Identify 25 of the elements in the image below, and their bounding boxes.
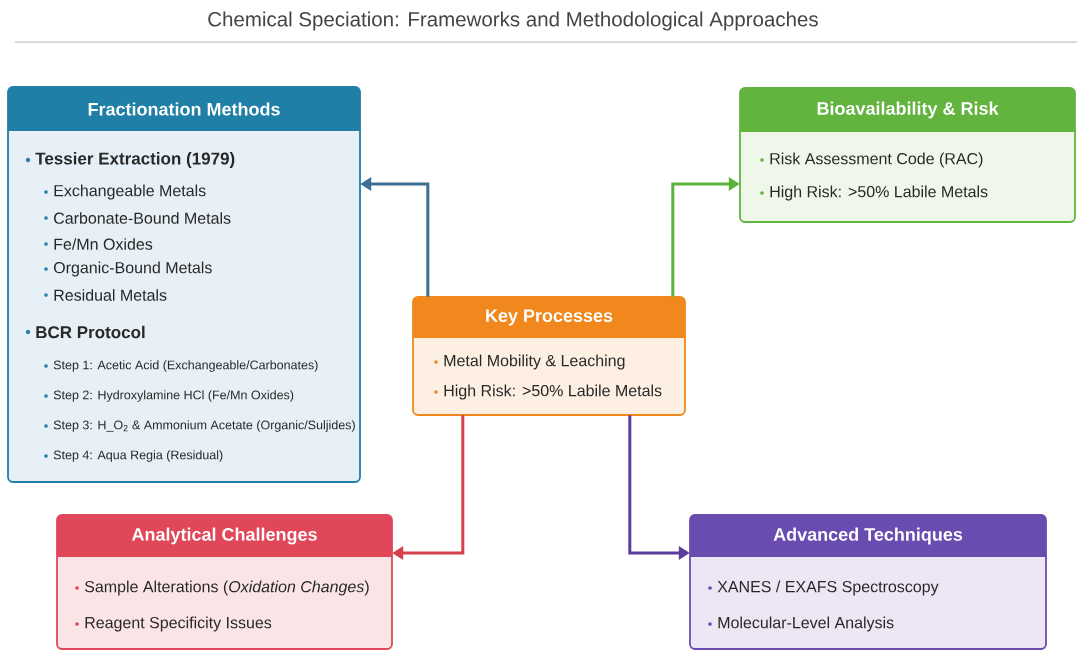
bullet-item: Metal Mobility & Leaching [434, 354, 625, 370]
bullet-item: Carbonate-Bound Metals [44, 212, 231, 224]
bullet-item: Molecular-Level Analysis [708, 616, 894, 632]
bullet-item: Reagent Specificity Issues [75, 616, 272, 632]
bullet-item: High Risk: >50% Labile Metals [434, 384, 662, 400]
box-header: Advanced Techniques [690, 515, 1046, 557]
bullet-item: BCR Protocol [25, 325, 145, 339]
bullet-item: Step 4: Aqua Regia (Residual) [44, 450, 223, 462]
bullet-item: Tessier Extraction (1979) [25, 152, 235, 168]
box-header: Bioavailability & Risk [740, 88, 1075, 132]
bullet-item: Step 2: Hydroxylamine HCl (Fe/Mn Oxides) [44, 390, 294, 402]
bullet-item: Exchangeable Metals [44, 184, 206, 200]
bullet-item: High Risk: >50% Labile Metals [760, 185, 988, 201]
bullet-item: Risk Assessment Code (RAC) [760, 152, 983, 168]
bullet-item: Step 1: Acetic Acid (Exchangeable/Carbonates) [44, 360, 318, 372]
box-header: Analytical Challenges [57, 515, 392, 557]
title: Chemical Speciation: Frameworks and Methodological Approaches [208, 11, 818, 31]
bullet-item: Sample Alterations (Oxidation Changes) [75, 580, 369, 596]
bullet-item: Fe/Mn Oxides [44, 238, 153, 250]
bullet-item: Organic-Bound Metals [44, 261, 212, 277]
box-header: Key Processes [413, 297, 685, 338]
box-header: Fractionation Methods [8, 87, 360, 131]
bullet-item: Residual Metals [44, 289, 167, 301]
bullet-item: XANES / EXAFS Spectroscopy [708, 580, 939, 596]
bullet-item: Step 3: H_O$_{2}$ & Ammonium Acetate (Organic/Suljides) [44, 420, 355, 432]
